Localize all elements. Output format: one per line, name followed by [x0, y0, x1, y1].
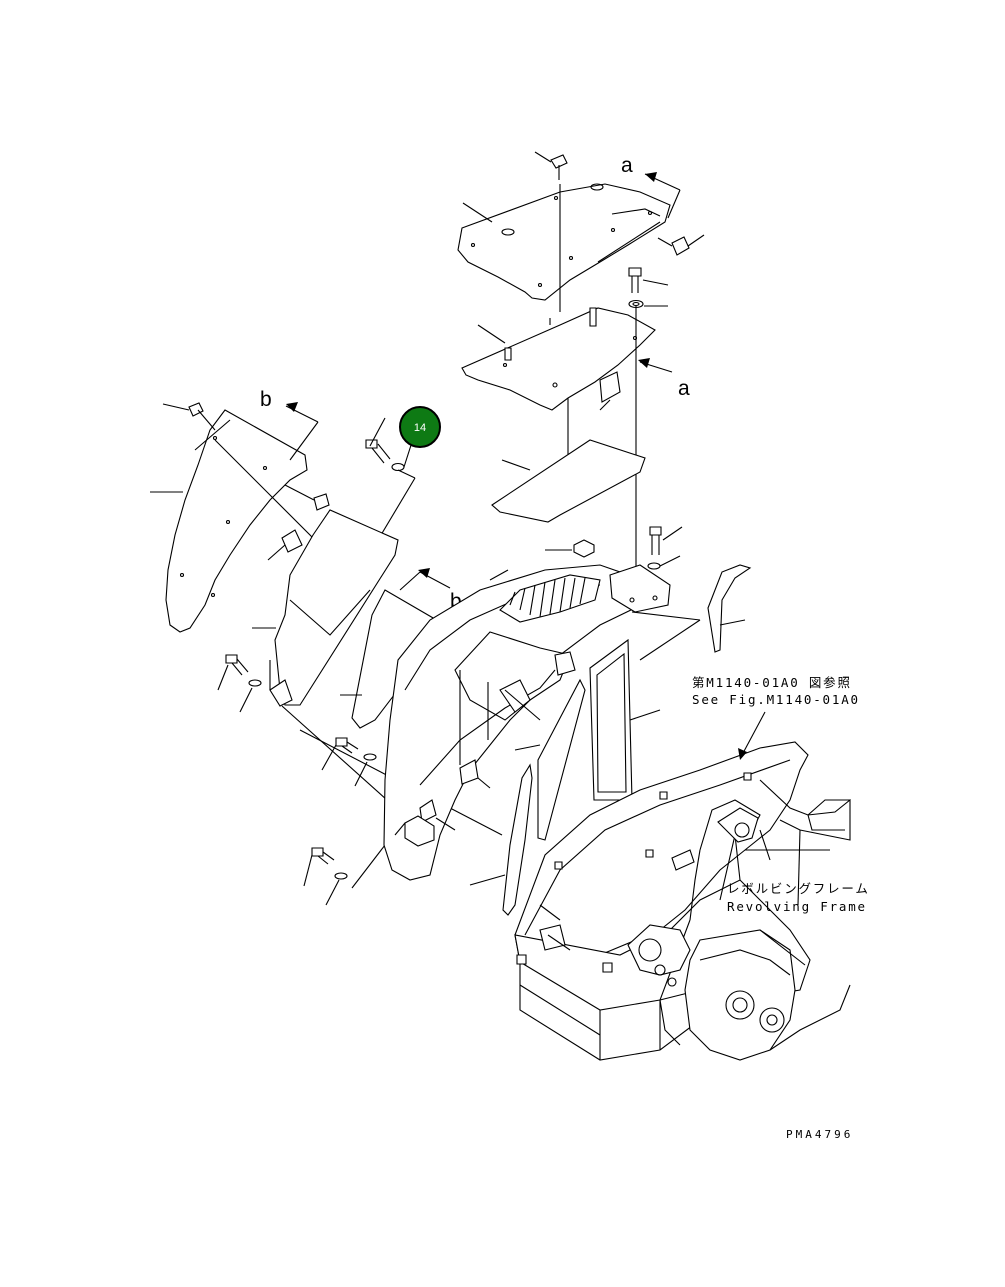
bolt-washer-left-2: [322, 738, 376, 786]
bolt-washer-mid-right: [648, 527, 682, 569]
left-fender-assembly: [150, 403, 330, 632]
top-screw: [535, 152, 567, 180]
view-label-b-right: b: [450, 590, 462, 613]
drawing-code: PMA4796: [786, 1128, 853, 1141]
view-arrow-b-top: b: [260, 388, 318, 460]
bolt-washer-left-1: [218, 655, 261, 712]
view-arrow-a-top: a: [621, 154, 680, 218]
callout-14-number: 14: [414, 422, 426, 434]
view-label-a-right: a: [678, 377, 690, 400]
callout-14[interactable]: 14: [400, 407, 440, 447]
right-seal-strips: [470, 640, 660, 915]
top-cover-assembly: [458, 152, 704, 312]
see-fig-note-en: See Fig.M1140-01A0: [692, 692, 860, 707]
bracket-panel: [252, 510, 398, 706]
small-bracket: [545, 540, 594, 557]
view-arrow-b-right: b: [400, 568, 462, 613]
see-fig-leader: [738, 712, 765, 760]
view-arrow-a-right: a: [638, 358, 690, 400]
fender-panel: [166, 410, 307, 632]
view-label-b-top: b: [260, 388, 272, 411]
view-label-a-top: a: [621, 154, 633, 177]
flat-pad: [492, 440, 645, 522]
notes: 第M1140-01A0 図参照 See Fig.M1140-01A0 レボルビン…: [692, 675, 870, 1141]
mount-plate: [610, 565, 700, 660]
side-screw: [658, 235, 704, 255]
lower-cover-plate: [462, 306, 655, 600]
bolt-washer-left-3: [304, 848, 347, 905]
revolving-frame: [515, 742, 850, 1060]
center-hood: [384, 565, 635, 880]
frame-note-jp: レボルビングフレーム: [727, 881, 870, 896]
bolt-washer-upper-right: [629, 268, 668, 308]
frame-note-en: Revolving Frame: [727, 899, 867, 914]
curved-seal-strip: [708, 565, 750, 652]
see-fig-note-jp: 第M1140-01A0 図参照: [692, 675, 852, 690]
